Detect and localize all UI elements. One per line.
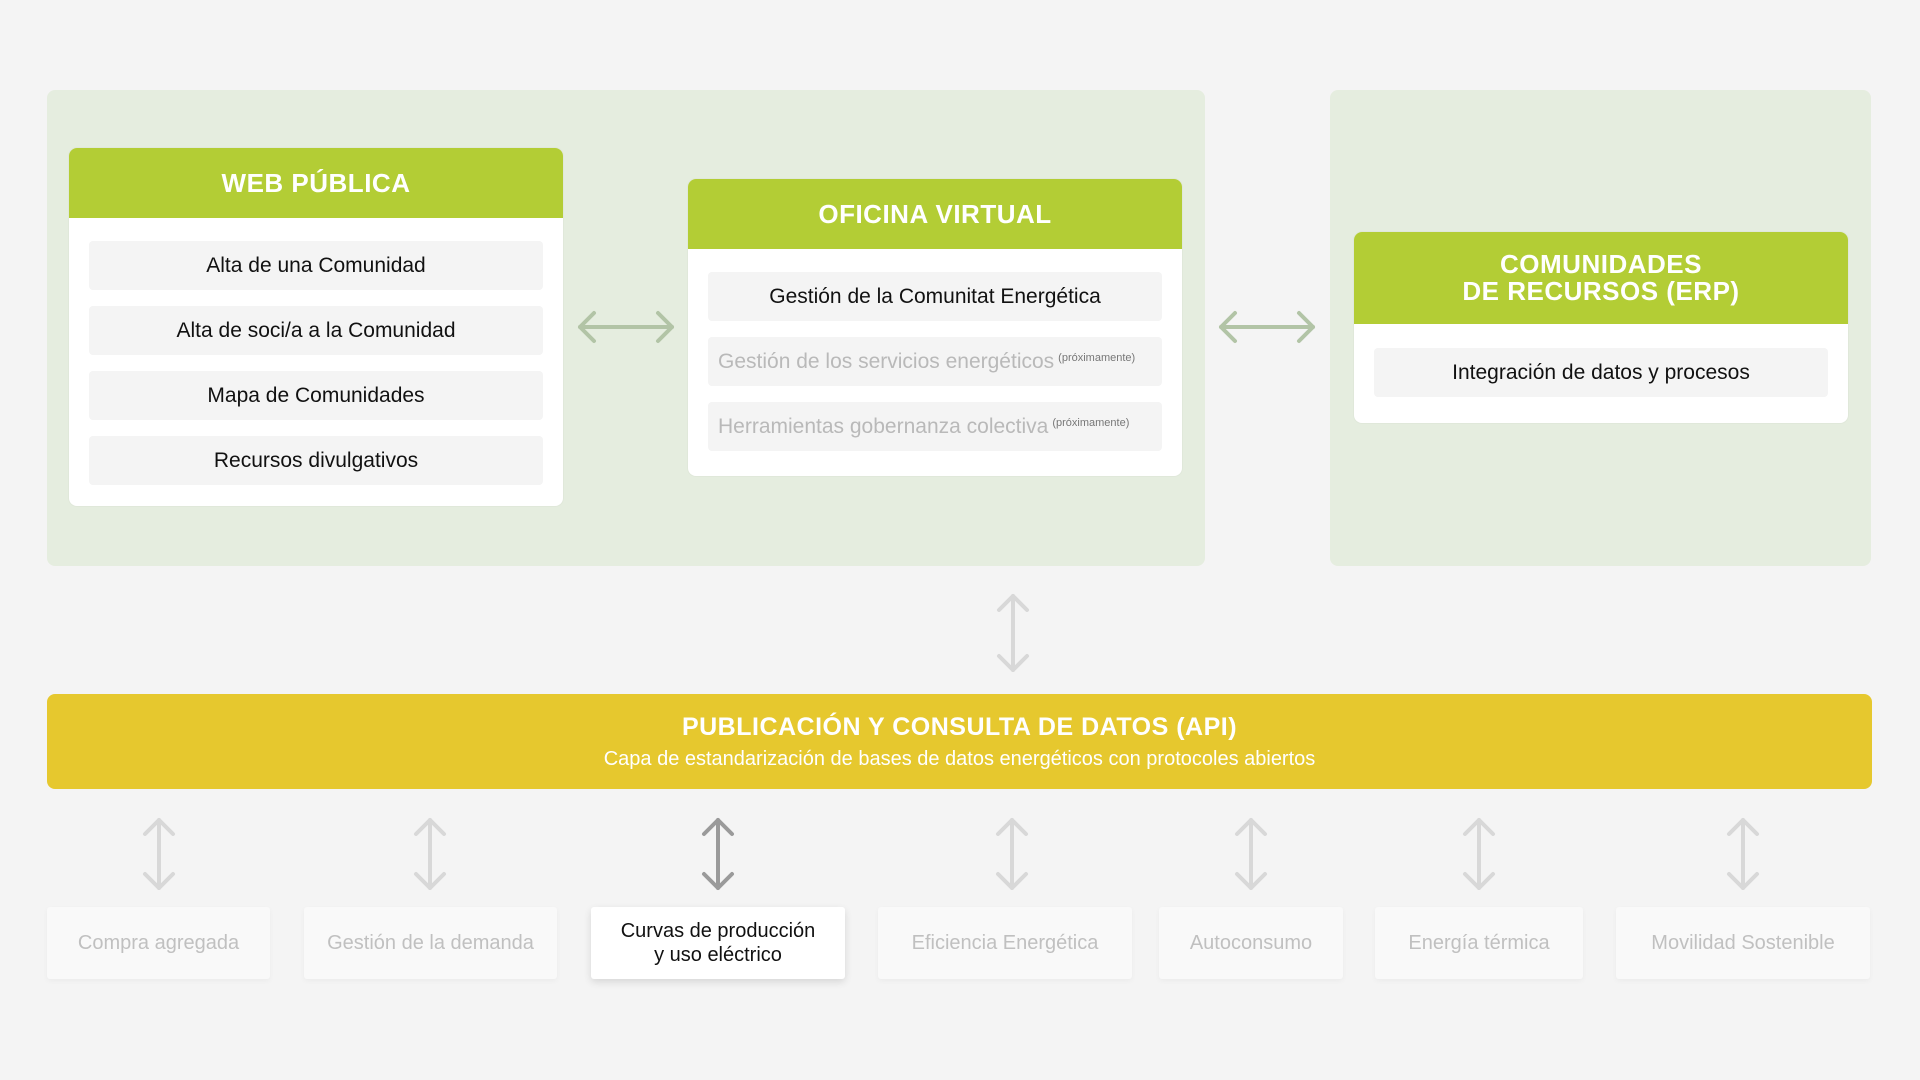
module-gestion-demanda[interactable]: Gestión de la demanda — [304, 907, 557, 979]
vertical-arrow-icon — [143, 818, 175, 890]
vertical-arrow-icon — [997, 594, 1029, 672]
module-curvas-line1: Curvas de producción — [620, 920, 816, 942]
oficina-item-gestion-comunitat[interactable]: Gestión de la Comunitat Energética — [708, 272, 1162, 321]
web-publica-item-recursos[interactable]: Recursos divulgativos — [89, 436, 543, 485]
oficina-virtual-title: OFICINA VIRTUAL — [688, 179, 1182, 249]
module-compra-agregada[interactable]: Compra agregada — [47, 907, 270, 979]
module-curvas-line2: y uso eléctrico — [654, 944, 782, 966]
vertical-arrow-active-icon — [702, 818, 734, 890]
oficina-item-gobernanza-note: (próximamente) — [1052, 416, 1130, 429]
web-publica-item-alta-socio[interactable]: Alta de soci/a a la Comunidad — [89, 306, 543, 355]
vertical-arrow-icon — [996, 818, 1028, 890]
bidirectional-arrow-icon — [1219, 311, 1315, 343]
web-publica-item-mapa[interactable]: Mapa de Comunidades — [89, 371, 543, 420]
module-eficiencia-energetica[interactable]: Eficiencia Energética — [878, 907, 1132, 979]
erp-item-integracion[interactable]: Integración de datos y procesos — [1374, 348, 1828, 397]
vertical-arrow-icon — [1463, 818, 1495, 890]
vertical-arrow-icon — [1235, 818, 1267, 890]
oficina-item-gobernanza: Herramientas gobernanza colectiva(próxim… — [708, 402, 1162, 451]
api-bar: PUBLICACIÓN Y CONSULTA DE DATOS (API) Ca… — [47, 694, 1872, 789]
api-subtitle: Capa de estandarización de bases de dato… — [603, 747, 1316, 770]
oficina-item-servicios: Gestión de los servicios energéticos(pró… — [708, 337, 1162, 386]
api-title: PUBLICACIÓN Y CONSULTA DE DATOS (API) — [681, 712, 1238, 741]
module-autoconsumo[interactable]: Autoconsumo — [1159, 907, 1343, 979]
web-publica-title: WEB PÚBLICA — [69, 148, 563, 218]
oficina-item-gobernanza-label: Herramientas gobernanza colectiva — [718, 414, 1049, 438]
bidirectional-arrow-icon — [578, 311, 674, 343]
erp-card: COMUNIDADES DE RECURSOS (ERP) Integració… — [1354, 232, 1848, 423]
oficina-item-servicios-note: (próximamente) — [1058, 351, 1136, 364]
erp-title-line1: COMUNIDADES — [1500, 249, 1702, 279]
erp-title: COMUNIDADES DE RECURSOS (ERP) — [1354, 232, 1848, 324]
vertical-arrow-icon — [1727, 818, 1759, 890]
oficina-virtual-card: OFICINA VIRTUAL Gestión de la Comunitat … — [688, 179, 1182, 476]
erp-title-line2: DE RECURSOS (ERP) — [1462, 276, 1740, 306]
module-movilidad-sostenible[interactable]: Movilidad Sostenible — [1616, 907, 1870, 979]
module-curvas-produccion[interactable]: Curvas de producción y uso eléctrico — [591, 907, 845, 979]
oficina-item-servicios-label: Gestión de los servicios energéticos — [718, 349, 1055, 373]
vertical-arrow-icon — [414, 818, 446, 890]
web-publica-card: WEB PÚBLICA Alta de una Comunidad Alta d… — [69, 148, 563, 506]
web-publica-item-alta-comunidad[interactable]: Alta de una Comunidad — [89, 241, 543, 290]
module-energia-termica[interactable]: Energía térmica — [1375, 907, 1583, 979]
